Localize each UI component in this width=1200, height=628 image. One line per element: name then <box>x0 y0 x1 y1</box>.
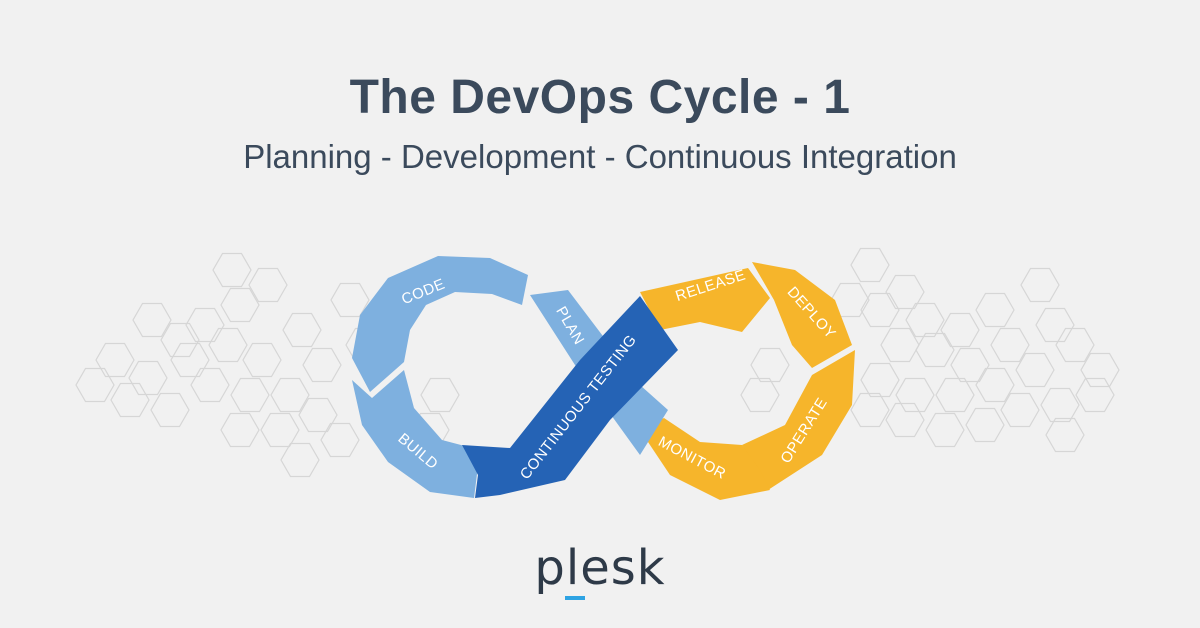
hexagon <box>320 422 360 458</box>
hexagon <box>302 347 342 383</box>
segment-release <box>640 268 770 332</box>
hexagon <box>860 292 900 328</box>
hexagon <box>242 342 282 378</box>
hexagon <box>990 327 1030 363</box>
hexagon <box>940 312 980 348</box>
hexagon <box>1000 392 1040 428</box>
hexagon <box>270 377 310 413</box>
hexagon <box>220 287 260 323</box>
hexagon <box>260 412 300 448</box>
hexagon-background-pattern <box>75 247 1120 478</box>
hexagon <box>965 407 1005 443</box>
hexagon <box>212 252 252 288</box>
segment-build <box>352 370 480 498</box>
hexagon <box>905 302 945 338</box>
hexagon <box>220 412 260 448</box>
hexagon <box>420 377 460 413</box>
hexagon <box>850 247 890 283</box>
page-subtitle: Planning - Development - Continuous Inte… <box>243 138 957 175</box>
hexagon <box>885 274 925 310</box>
hexagon <box>132 302 172 338</box>
hexagon <box>1080 352 1120 388</box>
hexagon <box>230 377 270 413</box>
plesk-logo: plesk <box>534 540 666 596</box>
hexagon <box>280 442 320 478</box>
hexagon <box>170 342 210 378</box>
hexagon <box>880 327 920 363</box>
hexagon <box>298 397 338 433</box>
hexagon <box>885 402 925 438</box>
hexagon <box>330 282 370 318</box>
hexagon <box>860 362 900 398</box>
hexagon <box>975 292 1015 328</box>
hexagon <box>915 332 955 368</box>
hexagon <box>1035 307 1075 343</box>
segment-deploy <box>752 262 852 368</box>
segment-continuous-testing <box>462 296 678 498</box>
hexagon <box>1045 417 1085 453</box>
hexagon <box>185 307 225 343</box>
hexagon <box>1040 387 1080 423</box>
hexagon <box>850 392 890 428</box>
hexagon <box>128 360 168 396</box>
hexagon <box>975 367 1015 403</box>
hexagon <box>110 382 150 418</box>
hexagon <box>895 377 935 413</box>
hexagon <box>925 412 965 448</box>
page-title: The DevOps Cycle - 1 <box>349 71 851 124</box>
hexagon <box>75 367 115 403</box>
hexagon <box>1020 267 1060 303</box>
hexagon <box>95 342 135 378</box>
hexagon <box>740 377 780 413</box>
hexagon <box>1015 352 1055 388</box>
segment-code <box>352 256 528 392</box>
hexagon <box>1075 377 1115 413</box>
ops-loop <box>640 262 855 500</box>
hexagon <box>950 347 990 383</box>
segment-operate <box>742 350 855 490</box>
segment-monitor <box>640 418 770 500</box>
hexagon <box>1055 327 1095 363</box>
hexagon <box>935 377 975 413</box>
logo-underline <box>565 596 585 600</box>
hexagon <box>282 312 322 348</box>
hexagon <box>208 327 248 363</box>
hexagon <box>248 267 288 303</box>
hexagon <box>750 347 790 383</box>
hexagon <box>150 392 190 428</box>
hexagon <box>190 367 230 403</box>
hexagon <box>160 322 200 358</box>
